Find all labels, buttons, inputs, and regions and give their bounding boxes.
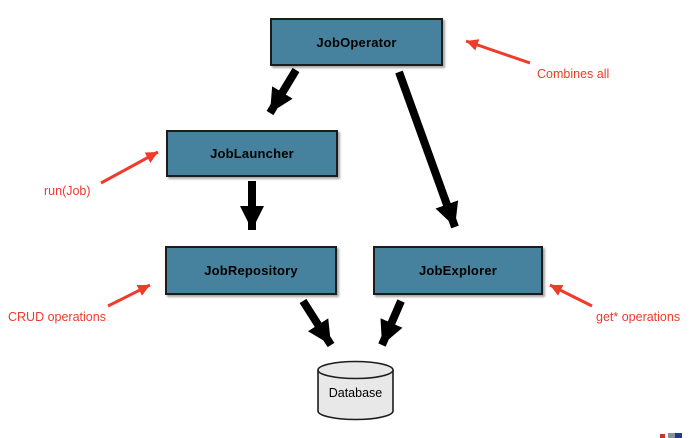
node-jobrepository-label: JobRepository — [204, 263, 298, 278]
edge-jobexplorer-database-arrow — [378, 299, 405, 347]
node-jobrepository: JobRepository — [165, 246, 337, 295]
node-joblauncher-label: JobLauncher — [210, 146, 294, 161]
database-label: Database — [329, 386, 383, 400]
annotation-get-operations-arrow — [549, 283, 593, 308]
annotation-combines-all-label: Combines all — [537, 67, 610, 81]
database-cylinder-body — [317, 370, 394, 421]
node-jobexplorer: JobExplorer — [373, 246, 543, 295]
annotation-combines-all-arrow — [465, 39, 531, 65]
logo-fragment-gray — [668, 433, 675, 438]
annotation-crud-operations-label: CRUD operations — [8, 310, 106, 324]
database-node: Database — [317, 360, 394, 421]
annotation-crud-operations-arrow — [107, 283, 151, 308]
node-joboperator-label: JobOperator — [316, 34, 397, 50]
annotation-run-job-label: run(Job) — [44, 184, 91, 198]
annotation-get-operations-label: get* operations — [596, 310, 681, 324]
edge-joboperator-jobexplorer-arrow — [395, 70, 459, 229]
edge-joboperator-joblauncher-arrow — [266, 67, 300, 116]
node-jobexplorer-label: JobExplorer — [418, 263, 498, 278]
node-joboperator: JobOperator — [270, 18, 443, 66]
database-cylinder-top — [317, 360, 394, 380]
logo-fragment-blue — [675, 433, 682, 438]
logo-fragment — [660, 433, 682, 438]
annotation-run-job-arrow — [100, 150, 159, 185]
node-joblauncher: JobLauncher — [166, 130, 338, 177]
edge-jobrepository-database-arrow — [299, 298, 335, 348]
logo-fragment-red — [660, 434, 665, 438]
